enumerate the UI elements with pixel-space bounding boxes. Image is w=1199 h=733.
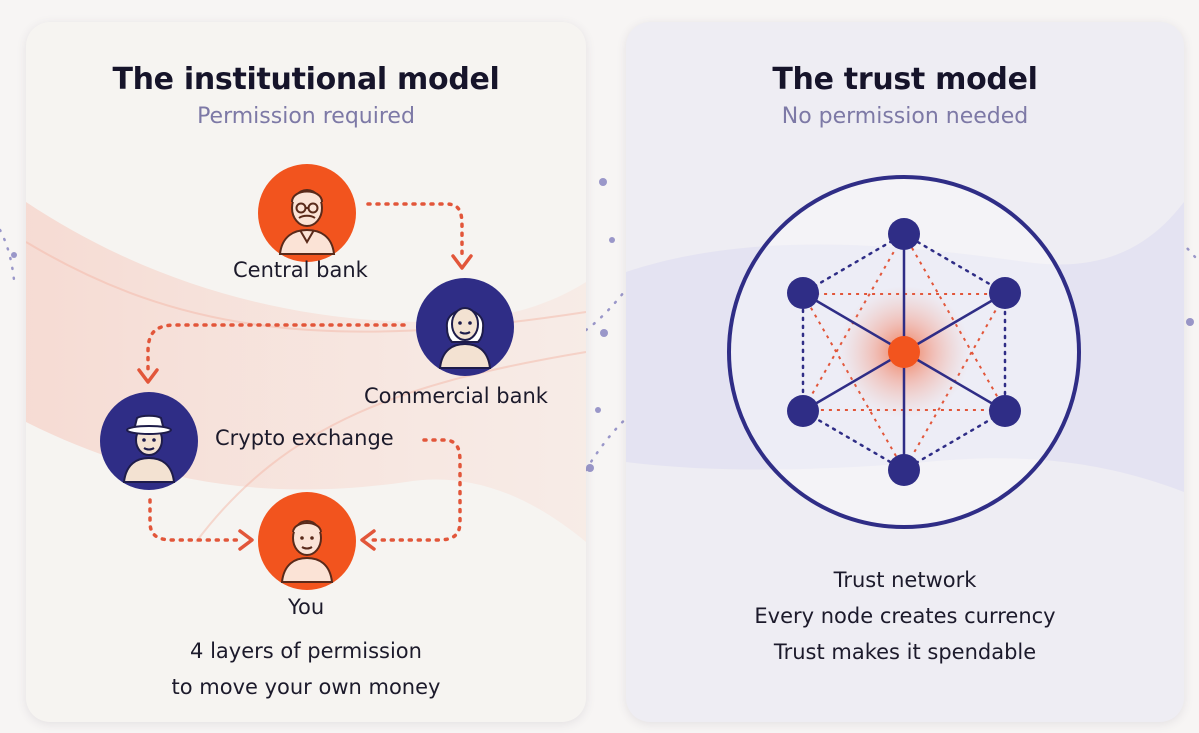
institutional-model-panel: The institutional model Permission requi… (26, 22, 586, 722)
trust-model-panel: The trust model No permission needed Tru… (626, 22, 1184, 722)
you-label: You (288, 595, 325, 619)
network-node-lower-left (787, 395, 819, 427)
trust-network-graphic (626, 175, 1184, 529)
commercial-banker-avatar-icon (416, 278, 514, 376)
institutional-caption-line-2: to move your own money (171, 675, 441, 699)
trust-caption-line-1: Trust network (833, 568, 977, 592)
central-banker-avatar-icon (258, 164, 356, 262)
network-node-bottom (888, 454, 920, 486)
trust-caption-line-3: Trust makes it spendable (773, 640, 1037, 664)
institutional-caption-line-1: 4 layers of permission (190, 639, 422, 663)
network-node-upper-left (787, 277, 819, 309)
exchange-operator-avatar-icon (100, 392, 198, 490)
network-node-top (888, 218, 920, 250)
crypto-exchange-label: Crypto exchange (215, 426, 394, 450)
institutional-model-subtitle: Permission required (197, 104, 415, 129)
trust-model-title: The trust model (772, 62, 1038, 97)
network-node-center (888, 336, 920, 368)
institutional-model-title: The institutional model (112, 62, 500, 97)
trust-caption: Trust network Every node creates currenc… (626, 562, 1184, 670)
commercial-bank-label: Commercial bank (364, 384, 548, 408)
central-bank-label: Central bank (233, 258, 368, 282)
arrow-commercial-to-exchange (146, 323, 406, 374)
network-node-lower-right (989, 395, 1021, 427)
trust-caption-line-2: Every node creates currency (754, 604, 1056, 628)
user-avatar-icon (258, 492, 356, 590)
arrow-exchange-to-you (148, 498, 244, 542)
arrow-central-to-commercial (366, 202, 464, 260)
trust-model-subtitle: No permission needed (781, 104, 1029, 129)
institutional-caption: 4 layers of permission to move your own … (26, 633, 586, 705)
network-node-upper-right (989, 277, 1021, 309)
arrow-you-from-right (370, 438, 462, 542)
